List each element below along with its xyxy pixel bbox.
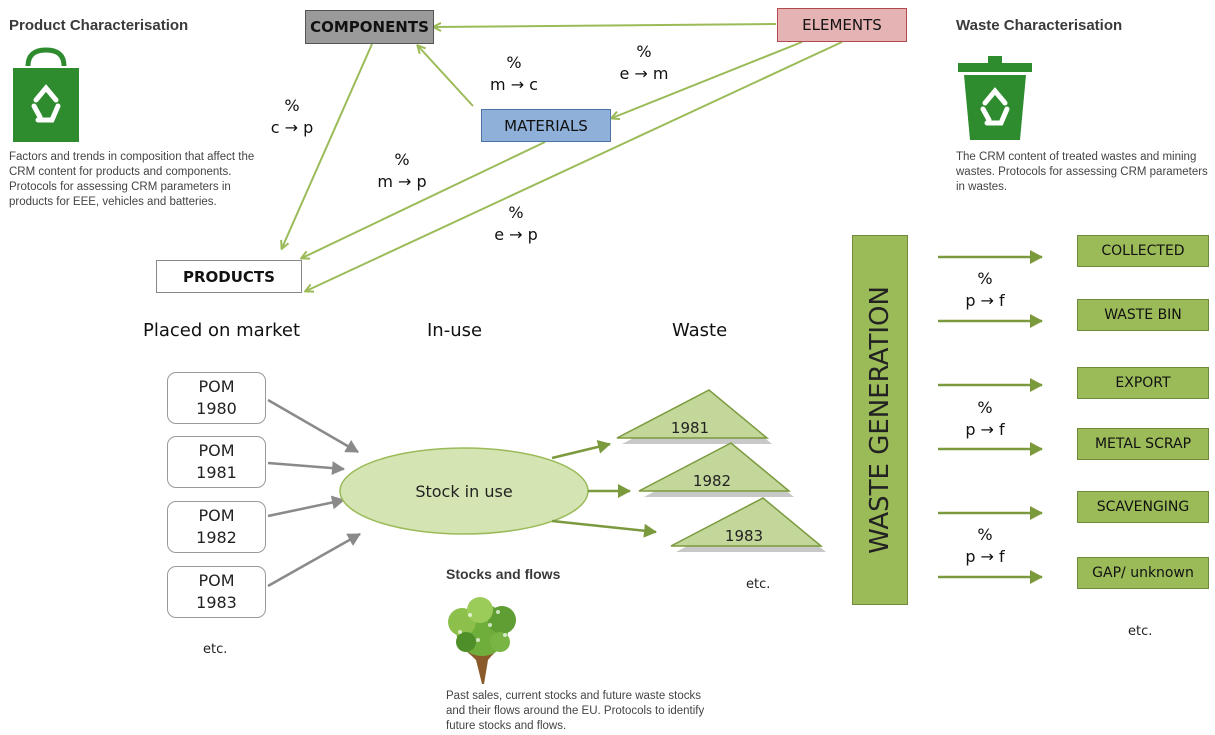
percent-label: % <box>284 96 300 115</box>
destination-collected: COLLECTED <box>1077 235 1209 267</box>
conversion-label: c → p <box>270 118 314 137</box>
percent-label: % <box>394 150 410 169</box>
products-box: PRODUCTS <box>156 260 302 293</box>
pom-box-1980: POM 1980 <box>167 372 266 424</box>
percent-label: % <box>977 269 993 288</box>
conversion-label: p → f <box>965 291 1005 310</box>
conversion-label: m → p <box>377 172 427 191</box>
arrow-pom-1980 <box>267 398 359 454</box>
destinations-etc: etc. <box>1128 624 1153 639</box>
waste-year-1981: 1981 <box>670 419 710 437</box>
waste-heading: Waste <box>672 320 728 341</box>
conversion-p-to-f-3: % p → f <box>955 524 1015 568</box>
arrow-materials-to-components <box>418 46 474 107</box>
destination-gap-unknown: GAP/ unknown <box>1077 557 1209 589</box>
percent-label: % <box>977 525 993 544</box>
percent-label: % <box>636 42 652 61</box>
pom-label: POM <box>198 506 235 525</box>
conversion-p-to-f-1: % p → f <box>955 268 1015 312</box>
pom-box-1982: POM 1982 <box>167 501 266 553</box>
pom-label: POM <box>198 377 235 396</box>
percent-label: % <box>508 203 524 222</box>
conversion-label: p → f <box>965 547 1005 566</box>
product-characterisation-title: Product Characterisation <box>9 17 189 34</box>
waste-year-1983: 1983 <box>724 527 764 545</box>
waste-triangle-1981 <box>616 389 770 439</box>
arrow-stock-to-1981 <box>551 440 611 460</box>
conversion-label: e → m <box>619 64 669 83</box>
elements-box: ELEMENTS <box>777 8 907 42</box>
conversion-m-to-p: % m → p <box>372 149 432 193</box>
waste-year-1982: 1982 <box>692 472 732 490</box>
placed-on-market-heading: Placed on market <box>143 320 301 341</box>
product-characterisation-description: Factors and trends in composition that a… <box>9 151 255 208</box>
arrow-pom-1981 <box>267 461 345 476</box>
waste-triangle-1983 <box>670 497 824 547</box>
waste-characterisation-title: Waste Characterisation <box>956 17 1123 34</box>
pom-year: 1981 <box>196 463 237 482</box>
arrow-elements-to-components <box>434 24 777 27</box>
pom-year: 1983 <box>196 593 237 612</box>
conversion-e-to-p: % e → p <box>486 202 546 246</box>
stocks-and-flows-title: Stocks and flows <box>446 566 561 582</box>
arrow-pom-1982 <box>267 495 345 518</box>
pom-year: 1980 <box>196 399 237 418</box>
pom-box-1983: POM 1983 <box>167 566 266 618</box>
pom-etc: etc. <box>203 642 228 657</box>
in-use-heading: In-use <box>427 320 483 341</box>
pom-box-1981: POM 1981 <box>167 436 266 488</box>
arrow-stock-to-1983 <box>551 519 657 538</box>
destination-export: EXPORT <box>1077 367 1209 399</box>
arrow-components-to-products <box>282 43 373 248</box>
waste-characterisation-description: The CRM content of treated wastes and mi… <box>956 151 1208 193</box>
components-box: COMPONENTS <box>305 10 434 44</box>
waste-etc: etc. <box>746 577 771 592</box>
pom-year: 1982 <box>196 528 237 547</box>
waste-generation-label: WASTE GENERATION <box>865 286 895 554</box>
recycle-bin-icon <box>958 56 1032 140</box>
destination-metal-scrap: METAL SCRAP <box>1077 428 1209 460</box>
conversion-label: m → c <box>490 75 538 94</box>
percent-label: % <box>977 398 993 417</box>
conversion-p-to-f-2: % p → f <box>955 397 1015 441</box>
arrow-elements-to-products <box>306 41 843 291</box>
arrow-elements-to-materials <box>612 41 803 118</box>
destination-scavenging: SCAVENGING <box>1077 491 1209 523</box>
waste-triangle-1982 <box>638 442 792 492</box>
conversion-c-to-p: % c → p <box>262 95 322 139</box>
waste-generation-box: WASTE GENERATION <box>852 235 908 605</box>
conversion-m-to-c: % m → c <box>484 52 544 96</box>
materials-box: MATERIALS <box>481 109 611 142</box>
tree-icon <box>448 597 516 684</box>
pom-label: POM <box>198 571 235 590</box>
arrow-materials-to-products <box>302 141 546 258</box>
destination-waste-bin: WASTE BIN <box>1077 299 1209 331</box>
pom-label: POM <box>198 441 235 460</box>
arrow-pom-1983 <box>267 532 361 588</box>
percent-label: % <box>506 53 522 72</box>
conversion-e-to-m: % e → m <box>614 41 674 85</box>
shopping-bag-recycle-icon <box>13 47 79 142</box>
conversion-label: e → p <box>494 225 538 244</box>
stocks-and-flows-description: Past sales, current stocks and future wa… <box>446 690 705 732</box>
conversion-label: p → f <box>965 420 1005 439</box>
stock-in-use-label: Stock in use <box>415 481 513 501</box>
